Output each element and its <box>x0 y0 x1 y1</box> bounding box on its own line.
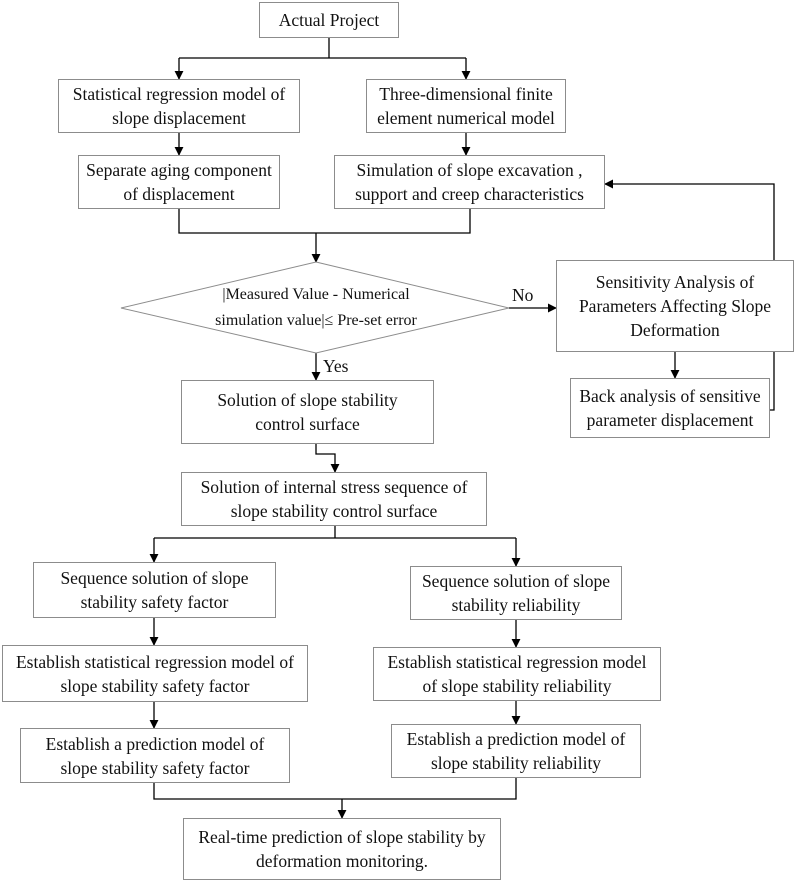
edge-split-bottom <box>154 526 516 539</box>
node-seq-reliability: Sequence solution of slope stability rel… <box>410 566 622 620</box>
edge-label-no: No <box>512 285 534 305</box>
edge-merge-final <box>153 778 517 818</box>
node-simulation-excavation: Simulation of slope excavation , support… <box>334 155 605 209</box>
node-internal-stress-sequence: Solution of internal stress sequence of … <box>181 472 487 526</box>
node-prediction-safety-factor: Establish a prediction model of slope st… <box>20 728 290 783</box>
decision-diamond <box>120 261 510 354</box>
node-separate-aging: Separate aging component of displacement <box>78 155 280 209</box>
node-seq-safety-factor: Sequence solution of slope stability saf… <box>33 562 276 618</box>
node-realtime-prediction: Real-time prediction of slope stability … <box>183 818 501 880</box>
edge-label-yes: Yes <box>323 356 349 376</box>
node-stat-regression-displacement: Statistical regression model of slope di… <box>58 79 300 133</box>
edge-merge-to-decision <box>178 209 471 262</box>
node-back-analysis: Back analysis of sensitive parameter dis… <box>570 378 770 438</box>
node-fem-3d-model: Three-dimensional finite element numeric… <box>366 79 566 133</box>
node-decision-text: |Measured Value - Numerical simulation v… <box>215 286 417 329</box>
node-stability-control-surface: Solution of slope stability control surf… <box>181 380 434 444</box>
node-sensitivity-analysis: Sensitivity Analysis of Parameters Affec… <box>556 260 794 352</box>
arrow-to-internal-stress <box>315 444 340 473</box>
node-regression-safety-factor: Establish statistical regression model o… <box>2 645 308 702</box>
node-regression-reliability: Establish statistical regression model o… <box>373 647 661 701</box>
node-prediction-reliability: Establish a prediction model of slope st… <box>391 724 641 778</box>
edge-split-top <box>179 38 466 59</box>
node-actual-project: Actual Project <box>259 2 399 38</box>
